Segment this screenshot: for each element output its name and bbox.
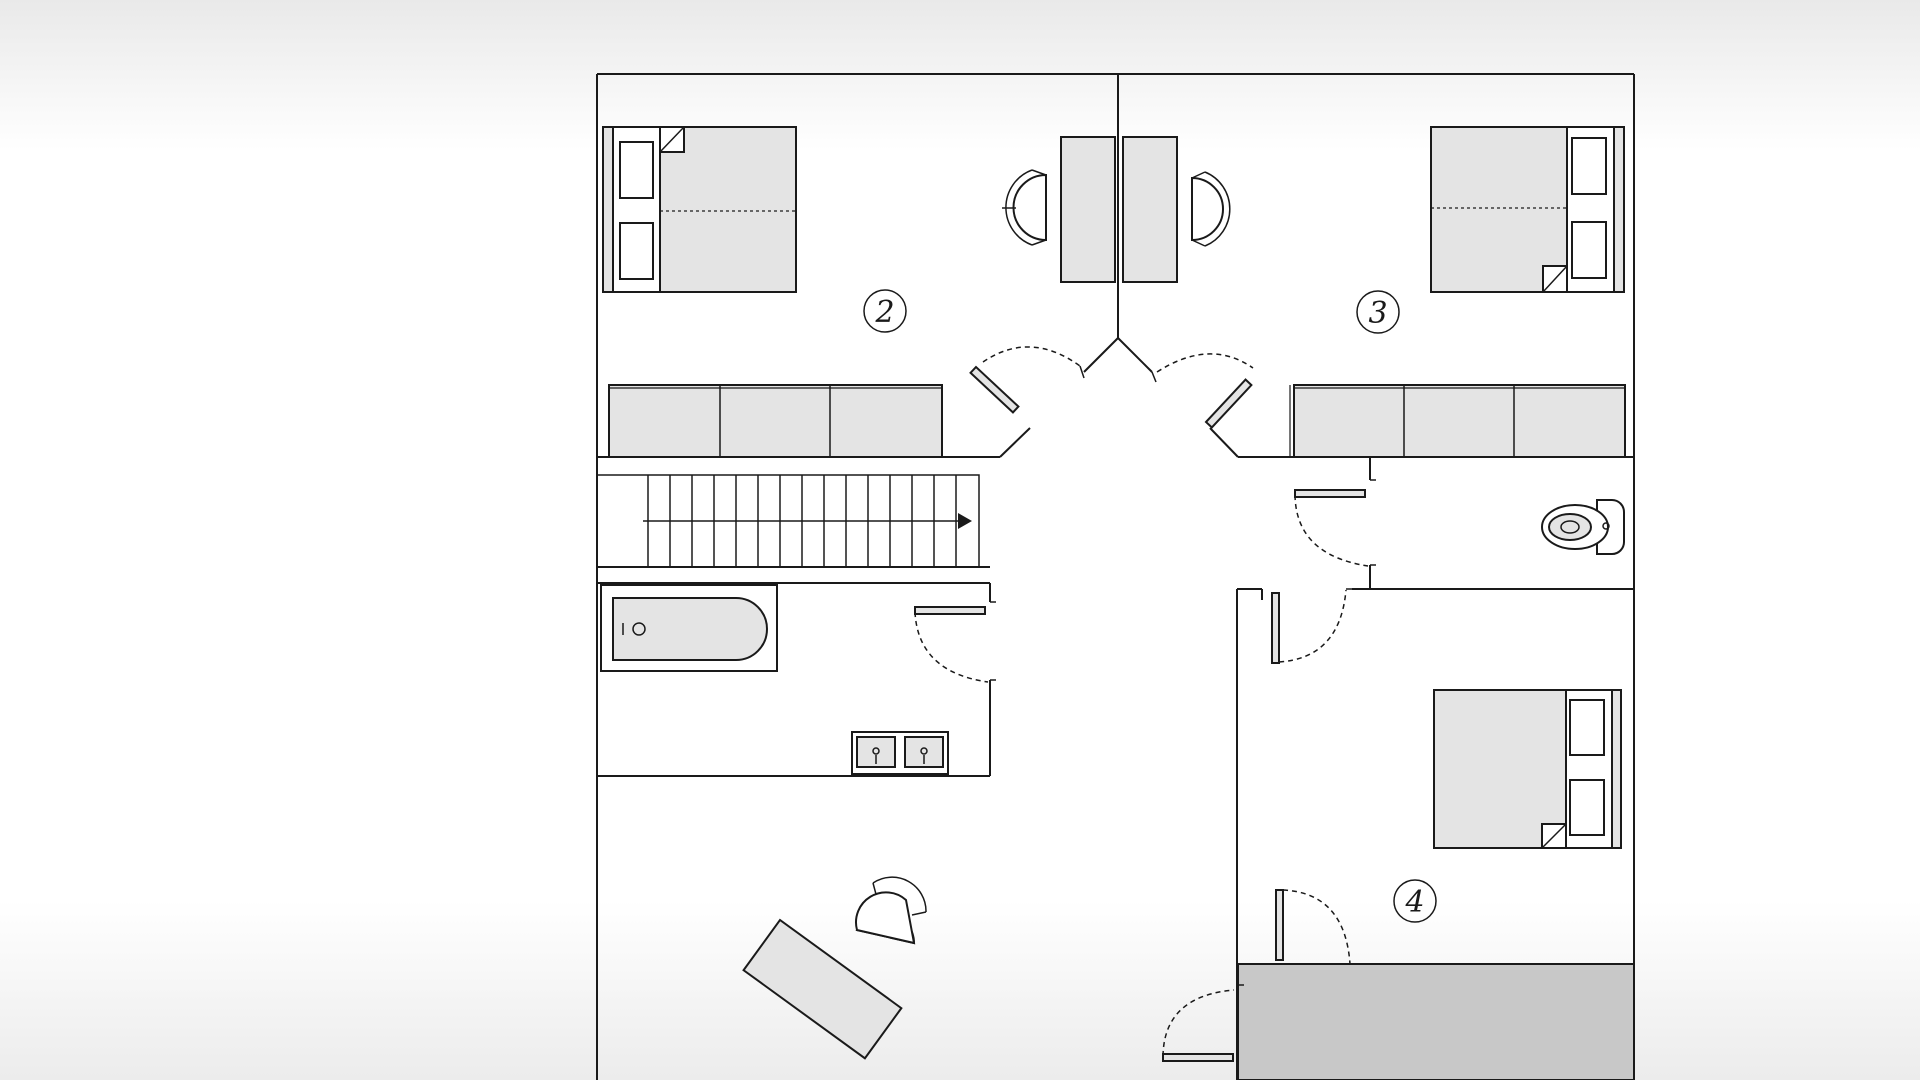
- chair-right: [1191, 171, 1231, 247]
- wardrobe-right: [1289, 384, 1626, 458]
- staircase: [596, 474, 980, 568]
- outer-walls: [596, 73, 1635, 1080]
- bed-room-3: [1430, 126, 1625, 293]
- room-number-3: 3: [1368, 296, 1387, 331]
- door-bathroom: [914, 601, 996, 683]
- bed-room-2: [602, 126, 797, 293]
- room-number-4: 4: [1404, 885, 1424, 920]
- desks: [1060, 136, 1178, 283]
- door-wc: [1294, 479, 1376, 567]
- wardrobe-left: [608, 384, 943, 458]
- double-sink: [851, 731, 949, 775]
- room-label-2: 2: [863, 289, 907, 333]
- bathtub: [600, 584, 778, 672]
- door-room-2: [969, 346, 1085, 414]
- room-label-3: 3: [1356, 290, 1400, 334]
- door-room-4-top: [1271, 588, 1352, 664]
- door-room-4-bottom: [1270, 889, 1356, 965]
- door-bottom: [1162, 984, 1244, 1062]
- door-room-3: [1151, 353, 1254, 429]
- toilet: [1541, 499, 1625, 555]
- room-number-2: 2: [874, 295, 894, 330]
- shaded-area: [1237, 963, 1635, 1080]
- chair-left: [1002, 169, 1047, 246]
- room-label-4: 4: [1393, 879, 1437, 923]
- office-desk: [742, 876, 927, 1060]
- bed-room-4: [1433, 689, 1622, 849]
